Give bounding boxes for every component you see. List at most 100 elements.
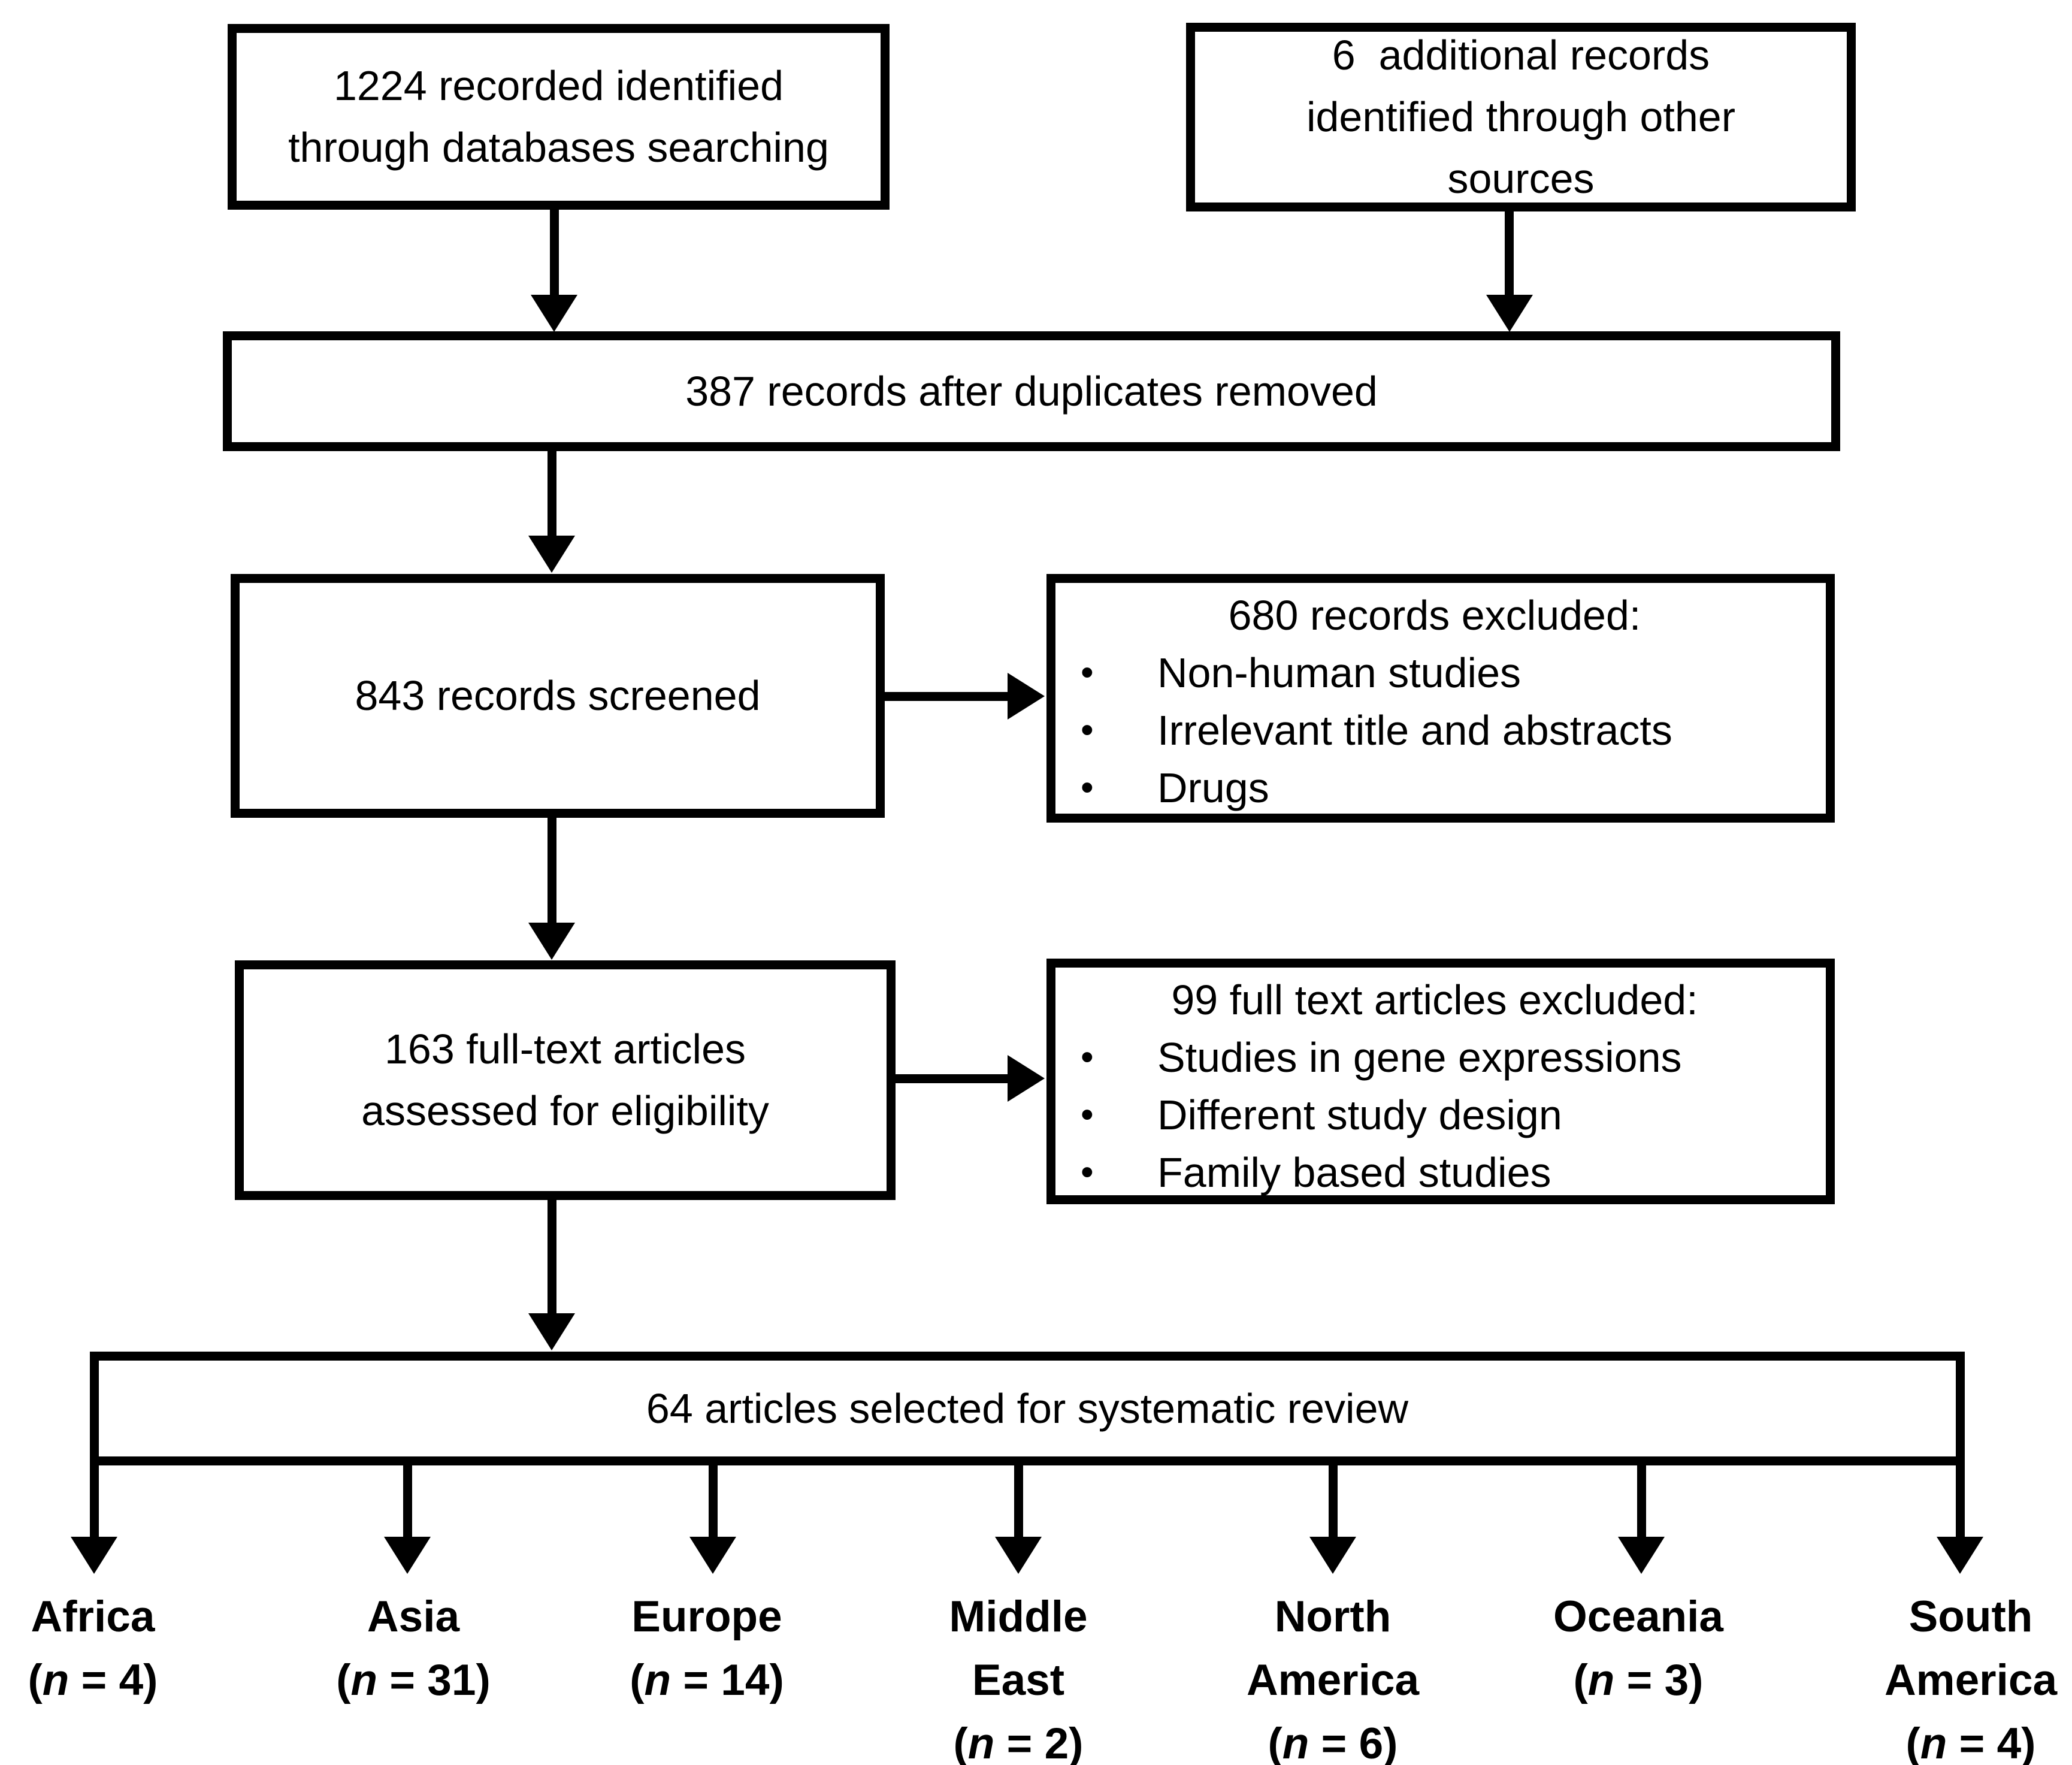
region-europe-name: Europe — [631, 1592, 782, 1641]
records-excluded-title: 680 records excluded: — [1228, 592, 1641, 639]
region-asia-name: Asia — [367, 1592, 460, 1641]
arrow-screened-to-excluded-arrowhead — [1008, 673, 1045, 720]
arrow-region-asia-line — [403, 1465, 412, 1537]
n-italic: n — [1282, 1719, 1309, 1765]
n-value: = 6) — [1309, 1719, 1398, 1765]
arrow-region-asia-arrowhead — [384, 1537, 431, 1574]
arrow-duplicates-to-screened-arrowhead — [528, 536, 575, 573]
region-middle-east-count: (n = 2) — [851, 1712, 1186, 1765]
n-value: = 4) — [1947, 1719, 2036, 1765]
bullet-icon: • — [1081, 767, 1094, 808]
arrow-region-north-america-line — [1329, 1465, 1338, 1537]
box-duplicates-removed: 387 records after duplicates removed — [223, 331, 1840, 451]
box-additional-records-line2: identified through other — [1306, 93, 1736, 140]
region-middle-east-name-line2: East — [972, 1656, 1065, 1704]
region-asia: Asia (n = 31) — [246, 1585, 581, 1712]
n-italic: n — [644, 1656, 671, 1704]
arrow-screened-to-fulltext-line — [548, 818, 556, 926]
arrow-other-sources-down-arrowhead — [1486, 295, 1533, 332]
n-italic: n — [1920, 1719, 1947, 1765]
arrow-region-europe-line — [709, 1465, 718, 1537]
n-value: = 31) — [377, 1656, 491, 1704]
region-north-america-name-line1: North — [1274, 1592, 1392, 1641]
region-south-america-name-line2: America — [1884, 1656, 2058, 1704]
box-additional-records: 6 additional records identified through … — [1186, 23, 1856, 211]
region-oceania-name: Oceania — [1553, 1592, 1724, 1641]
box-records-identified-line1: 1224 recorded identified — [333, 62, 784, 109]
arrow-region-oceania-arrowhead — [1618, 1537, 1665, 1574]
arrow-region-middle-east-line — [1014, 1465, 1023, 1537]
n-italic: n — [350, 1656, 378, 1704]
box-articles-selected-line1: 64 articles selected for systematic revi… — [646, 1385, 1409, 1432]
n-value: = 14) — [671, 1656, 784, 1704]
fulltext-excluded-bullet-2-text: Different study design — [1157, 1092, 1562, 1138]
bullet-icon: • — [1081, 1094, 1094, 1135]
fulltext-excluded-title: 99 full text articles excluded: — [1171, 977, 1698, 1023]
paren-open: ( — [1573, 1656, 1588, 1704]
fulltext-excluded-bullet-3: • Family based studies — [1055, 1144, 1814, 1201]
arrow-fulltext-to-selected-arrowhead — [528, 1313, 575, 1350]
region-oceania: Oceania (n = 3) — [1471, 1585, 1806, 1712]
box-additional-records-line3: sources — [1447, 155, 1595, 202]
n-value: = 4) — [69, 1656, 158, 1704]
region-north-america-name-line2: America — [1246, 1656, 1420, 1704]
arrow-fulltext-to-excluded-line — [896, 1074, 1009, 1083]
box-fulltext-assessed-line1: 163 full-text articles — [384, 1026, 746, 1072]
paren-open: ( — [28, 1656, 43, 1704]
region-europe: Europe (n = 14) — [539, 1585, 875, 1712]
arrow-region-south-america-arrowhead — [1937, 1537, 1983, 1574]
records-excluded-bullet-3: • Drugs — [1055, 759, 1814, 817]
box-records-screened: 843 records screened — [231, 574, 885, 818]
arrow-region-africa-line — [90, 1465, 99, 1537]
arrow-screened-to-fulltext-arrowhead — [528, 923, 575, 960]
fulltext-excluded-bullet-3-text: Family based studies — [1157, 1149, 1551, 1196]
region-africa-count: (n = 4) — [0, 1649, 261, 1712]
region-north-america-count: (n = 6) — [1165, 1712, 1501, 1765]
paren-open: ( — [953, 1719, 968, 1765]
fulltext-excluded-bullet-2: • Different study design — [1055, 1086, 1814, 1144]
records-excluded-bullet-2: • Irrelevant title and abstracts — [1055, 702, 1814, 759]
region-africa-name: Africa — [31, 1592, 155, 1641]
arrow-identified-down-arrowhead — [531, 295, 577, 332]
arrow-region-south-america-line — [1956, 1465, 1965, 1537]
region-oceania-count: (n = 3) — [1471, 1649, 1806, 1712]
region-north-america: North America (n = 6) — [1165, 1585, 1501, 1765]
arrow-region-north-america-arrowhead — [1309, 1537, 1356, 1574]
records-excluded-bullet-1: • Non-human studies — [1055, 644, 1814, 702]
records-excluded-bullet-1-text: Non-human studies — [1157, 649, 1521, 696]
records-excluded-bullet-3-text: Drugs — [1157, 764, 1269, 811]
records-excluded-bullet-2-text: Irrelevant title and abstracts — [1157, 707, 1672, 754]
box-records-identified: 1224 recorded identified through databas… — [228, 24, 890, 210]
box-records-screened-line1: 843 records screened — [355, 672, 761, 719]
region-south-america-count: (n = 4) — [1803, 1712, 2072, 1765]
n-value: = 2) — [994, 1719, 1084, 1765]
box-additional-records-line1: 6 additional records — [1332, 32, 1710, 78]
region-africa: Africa (n = 4) — [0, 1585, 261, 1712]
region-south-america-name-line1: South — [1908, 1592, 2033, 1641]
box-duplicates-removed-line1: 387 records after duplicates removed — [685, 367, 1378, 415]
bullet-icon: • — [1081, 1152, 1094, 1193]
region-middle-east: Middle East (n = 2) — [851, 1585, 1186, 1765]
paren-open: ( — [1268, 1719, 1282, 1765]
arrow-screened-to-excluded-line — [885, 692, 1009, 701]
bullet-icon: • — [1081, 652, 1094, 693]
region-middle-east-name-line1: Middle — [949, 1592, 1088, 1641]
box-fulltext-assessed: 163 full-text articles assessed for elig… — [235, 960, 896, 1200]
box-articles-selected: 64 articles selected for systematic revi… — [90, 1352, 1965, 1465]
n-italic: n — [1587, 1656, 1615, 1704]
arrow-fulltext-to-excluded-arrowhead — [1008, 1055, 1045, 1102]
box-fulltext-excluded: 99 full text articles excluded: • Studie… — [1046, 959, 1835, 1204]
region-europe-count: (n = 14) — [539, 1649, 875, 1712]
region-south-america: South America (n = 4) — [1803, 1585, 2072, 1765]
arrow-region-middle-east-arrowhead — [995, 1537, 1042, 1574]
arrow-other-sources-down-line — [1505, 207, 1514, 298]
box-records-identified-line2: through databases searching — [288, 124, 829, 171]
arrow-duplicates-to-screened-line — [548, 451, 556, 538]
n-italic: n — [42, 1656, 69, 1704]
box-fulltext-assessed-line2: assessed for eligibility — [361, 1087, 769, 1134]
bullet-icon: • — [1081, 709, 1094, 751]
arrow-region-oceania-line — [1637, 1465, 1646, 1537]
n-italic: n — [967, 1719, 995, 1765]
paren-open: ( — [336, 1656, 351, 1704]
